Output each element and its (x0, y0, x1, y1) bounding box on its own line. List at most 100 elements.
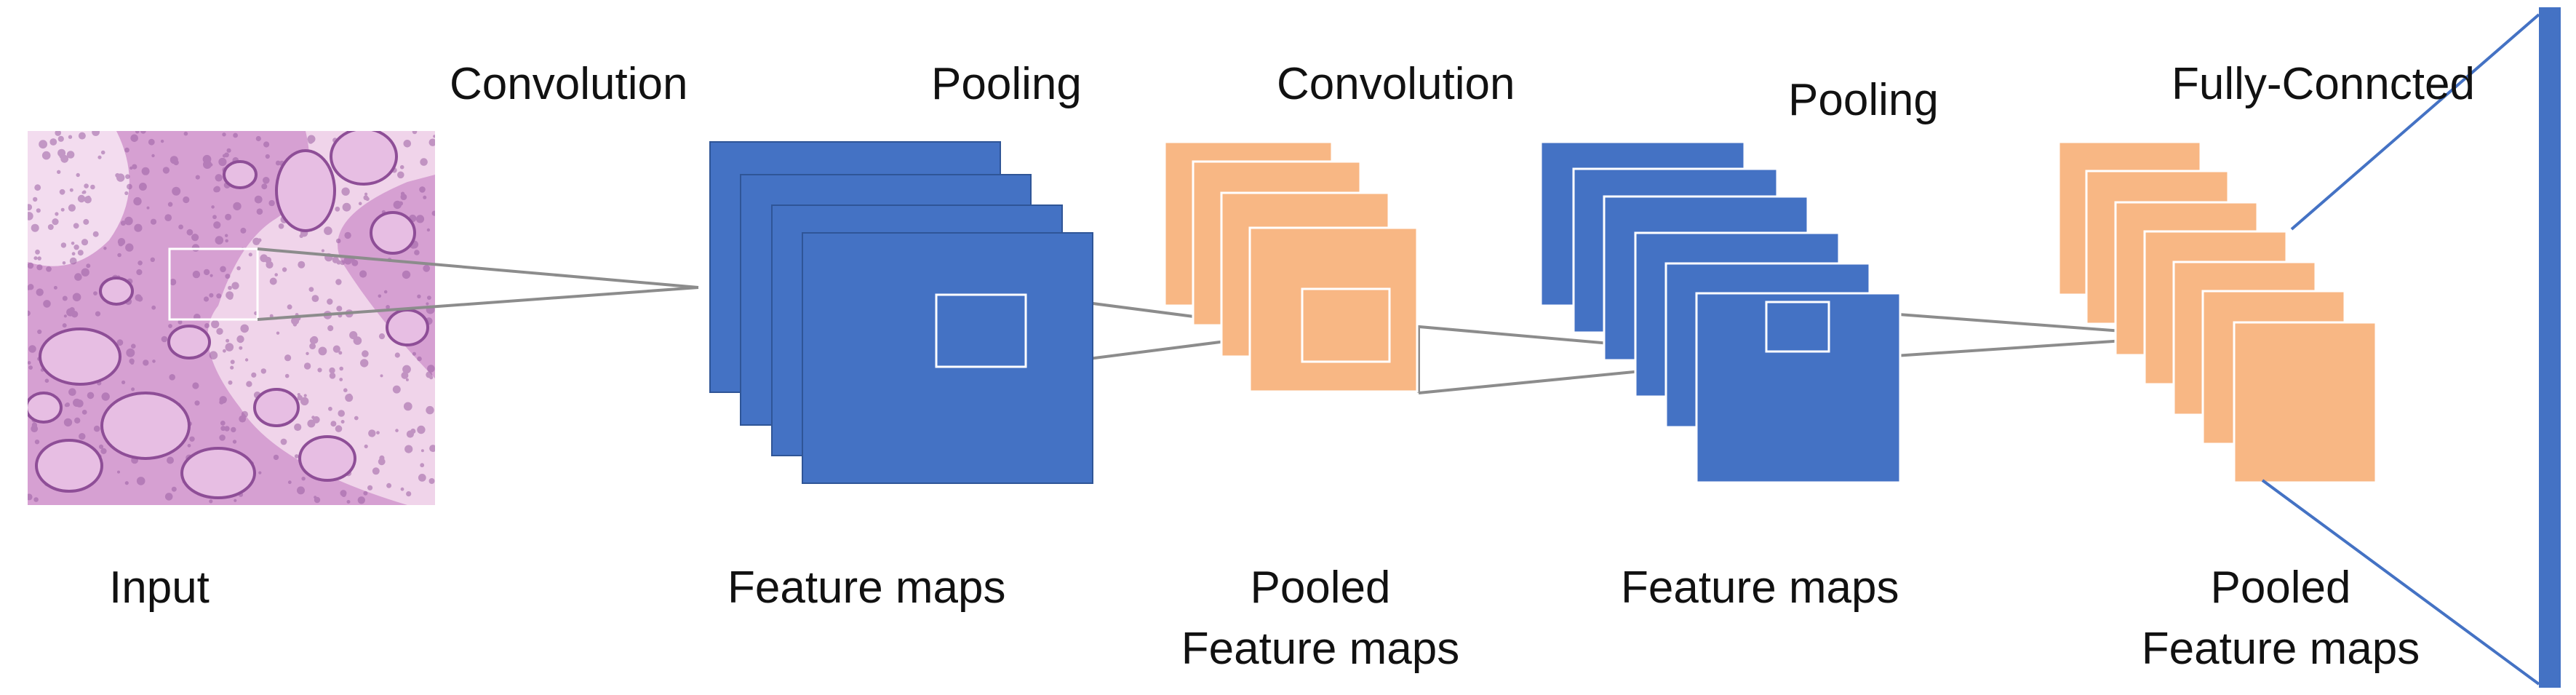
connector-input-top (257, 247, 699, 289)
tissue-speckle (33, 196, 38, 202)
tissue-speckle (124, 147, 129, 153)
tissue-speckle (420, 158, 428, 166)
tissue-speckle (222, 132, 226, 137)
tissue-speckle (41, 151, 51, 160)
tissue-speckle (240, 324, 250, 333)
tissue-speckle (72, 295, 76, 298)
feature-map-1-window (935, 293, 1027, 368)
tissue-speckle (133, 196, 142, 206)
tissue-speckle (244, 358, 249, 362)
tissue-speckle (164, 493, 173, 501)
tissue-speckle (28, 493, 33, 501)
stage-title-fully-connected: Fully-Conncted (2172, 59, 2475, 109)
tissue-speckle (74, 417, 81, 424)
tissue-speckle (332, 256, 339, 263)
tissue-speckle (136, 269, 143, 276)
tissue-speckle (309, 337, 317, 344)
tissue-speckle (220, 426, 226, 432)
tissue-speckle (427, 295, 431, 300)
tissue-speckle (284, 354, 292, 362)
tissue-speckle (255, 135, 261, 142)
tissue-speckle (46, 266, 52, 272)
tissue-speckle (164, 214, 172, 221)
tissue-speckle (415, 215, 425, 223)
tissue-speckle (405, 378, 409, 381)
tissue-speckle (346, 500, 351, 504)
tissue-speckle (135, 294, 142, 301)
tissue-speckle (74, 273, 82, 281)
tissue-speckle (69, 188, 73, 192)
tissue-speckle (321, 249, 324, 253)
tissue-speckle (332, 345, 340, 353)
tissue-speckle (400, 487, 404, 491)
tissue-speckle (287, 480, 292, 485)
tissue-speckle (81, 268, 89, 277)
tissue-speckle (297, 394, 303, 401)
tissue-speckle (183, 196, 190, 204)
tissue-speckle (228, 285, 232, 290)
tissue-speckle (336, 306, 343, 312)
tissue-speckle (395, 429, 399, 432)
tissue-speckle (130, 134, 138, 143)
tissue-speckle (426, 302, 429, 306)
tissue-speckle (195, 175, 200, 180)
tissue-speckle (230, 365, 234, 370)
tissue-speckle (234, 499, 237, 502)
tissue-speckle (380, 374, 383, 378)
tissue-speckle (37, 329, 42, 334)
tissue-speckle (282, 267, 287, 272)
tissue-speckle (116, 173, 125, 182)
tissue-speckle (140, 131, 146, 134)
tissue-speckle (138, 183, 147, 191)
tissue-speckle (224, 426, 230, 432)
tissue-speckle (86, 263, 91, 269)
tissue-speckle (186, 229, 194, 236)
tissue-speckle (71, 311, 79, 318)
tissue-speckle (151, 154, 155, 158)
tissue-speckle (400, 194, 407, 200)
tissue-speckle (57, 170, 61, 174)
tissue-speckle (403, 140, 412, 148)
tissue-speckle (73, 398, 81, 408)
tissue-speckle (215, 236, 224, 245)
tissue-speckle (417, 425, 426, 434)
tissue-speckle (173, 159, 179, 166)
tissue-speckle (132, 164, 137, 170)
tissue-speckle (406, 491, 412, 497)
tissue-speckle (150, 218, 157, 225)
tissue-speckle (120, 221, 126, 226)
tissue-speckle (93, 291, 97, 295)
tissue-speckle (284, 373, 290, 378)
tissue-speckle (269, 314, 274, 318)
tissue-speckle (397, 171, 404, 179)
tissue-speckle (231, 426, 236, 433)
tissue-speckle (343, 388, 348, 392)
tissue-speckle (376, 431, 380, 434)
tissue-speckle (239, 415, 247, 423)
tissue-speckle (28, 262, 34, 269)
tissue-speckle (36, 208, 41, 213)
tissue-speckle (34, 184, 41, 191)
tissue-speckle (263, 141, 270, 148)
tissue-speckle (124, 216, 133, 226)
tissue-speckle (69, 257, 77, 265)
tissue-speckle (87, 392, 95, 400)
tissue-speckle (31, 223, 39, 232)
tissue-speckle (36, 264, 43, 271)
tissue-speckle (146, 206, 150, 210)
tissue-speckle (68, 388, 76, 396)
tissue-speckle (317, 368, 322, 373)
tissue-speckle (423, 195, 427, 199)
tissue-speckle (225, 343, 234, 352)
tissue-speckle (203, 296, 210, 302)
tissue-speckle (378, 294, 382, 298)
layer-label-pooled-2-line1: Pooled (2210, 563, 2351, 613)
feature-maps-stack-2 (1539, 140, 1902, 484)
pooled-map-1-window (1301, 287, 1391, 363)
tissue-speckle (39, 140, 47, 149)
tissue-speckle (218, 157, 227, 167)
tissue-speckle (251, 372, 257, 378)
tissue-speckle (383, 290, 388, 294)
tissue-speckle (189, 436, 195, 442)
tissue-speckle (226, 148, 231, 153)
